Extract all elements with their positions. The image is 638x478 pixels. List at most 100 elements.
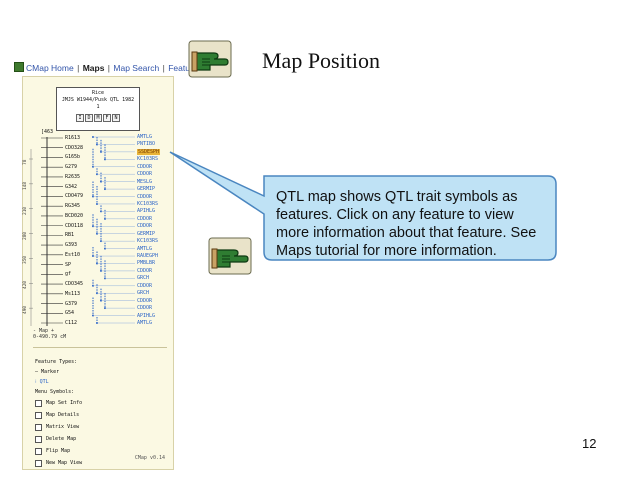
marker-label[interactable]: R2635	[65, 173, 81, 180]
marker-symbol-icon: —	[35, 369, 39, 375]
menu-item-delete-map[interactable]: Delete Map	[35, 433, 165, 445]
marker-label[interactable]: CDO345	[65, 281, 84, 288]
marker-label[interactable]: BCD020	[65, 212, 84, 219]
feature-link[interactable]: Feature	[168, 63, 198, 73]
marker-label[interactable]: G342	[65, 183, 78, 190]
qtl-feature-label[interactable]: CDDOR	[137, 193, 153, 200]
map-control-new[interactable]: N	[112, 114, 120, 122]
qtl-feature-label[interactable]: APIHLG	[137, 208, 156, 215]
marker-label[interactable]: C112	[65, 320, 78, 326]
delete-box-icon	[35, 435, 42, 443]
marker-label[interactable]: gf	[65, 271, 72, 278]
map-name[interactable]: JMJS W1944/Pusk QTL 1982	[61, 97, 135, 103]
top-nav: CMap Home | Maps | Map Search | Feature	[14, 62, 198, 73]
cmap-logo-icon	[14, 62, 24, 72]
qtl-feature-label[interactable]: GRCH	[137, 275, 150, 282]
callout-text: QTL map shows QTL trait symbols as featu…	[276, 189, 537, 259]
legend-marker-label: Marker	[41, 369, 60, 375]
menu-item-label: Map Details	[46, 412, 80, 418]
menu-symbols-title: Menu Symbols:	[35, 389, 75, 395]
qtl-feature-label[interactable]: PNTIBO	[137, 141, 156, 148]
qtl-feature-label[interactable]: CDDOR	[137, 282, 153, 289]
qtl-feature-label[interactable]: APIHLG	[137, 312, 156, 319]
map-zoom-control[interactable]: - Map +	[33, 328, 55, 334]
qtl-feature-label[interactable]: CDDOR	[137, 171, 153, 178]
scale-tick-label: 210	[23, 206, 28, 215]
qtl-feature-label[interactable]: CDDOR	[137, 163, 153, 170]
marker-label[interactable]: CDO328	[65, 144, 84, 151]
map-control-matrix[interactable]: M	[94, 114, 102, 122]
map-drawing	[29, 136, 135, 326]
map-control-flip[interactable]: F	[103, 114, 111, 122]
marker-label[interactable]: Est10	[65, 251, 81, 258]
qtl-feature-label[interactable]: CDDOR	[137, 215, 153, 222]
legend-qtl-label: QTL	[39, 379, 49, 385]
marker-label[interactable]: RG345	[65, 203, 81, 210]
map-start-label: [463	[41, 129, 54, 135]
pointing-hand-icon	[208, 237, 252, 275]
map-number: 1	[96, 104, 100, 110]
legend: Feature Types: — Marker ⁝ QTL Menu Symbo…	[35, 357, 165, 469]
qtl-lines	[92, 136, 135, 324]
scale-tick-label: 148	[23, 181, 28, 190]
menu-item-label: New Map View	[46, 460, 83, 466]
menu-item-new-map-view[interactable]: New Map View	[35, 457, 165, 469]
menu-item-matrix-view[interactable]: Matrix View	[35, 421, 165, 433]
marker-label[interactable]: G379	[65, 300, 78, 307]
maps-link[interactable]: Maps	[82, 63, 105, 73]
info-box-icon	[35, 399, 42, 407]
marker-ticks	[41, 137, 63, 324]
qtl-feature-label[interactable]: MESLG	[137, 178, 153, 185]
feature-types-title: Feature Types:	[35, 359, 78, 365]
qtl-feature-label[interactable]: KC103RS	[137, 156, 159, 163]
matrix-box-icon	[35, 423, 42, 431]
menu-item-flip-map[interactable]: Flip Map	[35, 445, 165, 457]
flip-box-icon	[35, 447, 42, 455]
cmap-home-link[interactable]: CMap Home	[26, 63, 74, 73]
marker-label[interactable]: SP	[65, 261, 72, 268]
qtl-feature-label[interactable]: KC103RS	[137, 238, 159, 245]
qtl-feature-label[interactable]: CDDOR	[137, 305, 153, 312]
marker-label[interactable]: G54	[65, 310, 75, 317]
map-controls: I D M F N	[57, 114, 139, 122]
marker-label[interactable]: CDO118	[65, 222, 84, 229]
marker-label[interactable]: RB1	[65, 232, 75, 239]
new-view-box-icon	[35, 459, 42, 467]
pointing-hand-icon	[188, 40, 232, 78]
marker-label[interactable]: G165b	[65, 154, 81, 161]
qtl-feature-label[interactable]: CDDOR	[137, 223, 153, 230]
qtl-feature-label[interactable]: AMTLG	[137, 134, 153, 140]
legend-qtl: ⁝ QTL	[35, 377, 165, 387]
qtl-feature-label-selected[interactable]: SSDESPH	[137, 148, 161, 155]
map-control-details[interactable]: D	[85, 114, 93, 122]
menu-item-label: Matrix View	[46, 424, 80, 430]
marker-label[interactable]: CDO479	[65, 193, 84, 200]
scale-tick-label: 350	[23, 256, 28, 265]
slide-title: Map Position	[262, 48, 380, 73]
qtl-symbol-icon: ⁝	[35, 379, 37, 385]
menu-item-label: Map Set Info	[46, 400, 83, 406]
cmap-panel: Rice JMJS W1944/Pusk QTL 1982 1 I D M F …	[22, 76, 174, 470]
map-footer: - Map + 0-490.79 cM	[33, 328, 66, 340]
qtl-feature-label[interactable]: GERMIP	[137, 186, 156, 193]
map-control-info[interactable]: I	[76, 114, 84, 122]
qtl-feature-label[interactable]: GRCH	[137, 290, 150, 297]
qtl-feature-label[interactable]: AMTLG	[137, 320, 153, 326]
qtl-feature-label[interactable]: GERMIP	[137, 230, 156, 237]
qtl-feature-label[interactable]: KC103RS	[137, 200, 159, 207]
marker-label[interactable]: G393	[65, 242, 78, 249]
marker-label[interactable]: Ms113	[65, 290, 81, 297]
qtl-feature-label[interactable]: CDDOR	[137, 297, 153, 304]
qtl-feature-label[interactable]: PMBLBR	[137, 260, 156, 267]
marker-label[interactable]: G279	[65, 164, 78, 171]
menu-item-map-details[interactable]: Map Details	[35, 409, 165, 421]
menu-item-map-set-info[interactable]: Map Set Info	[35, 397, 165, 409]
qtl-feature-label[interactable]: CDDOR	[137, 267, 153, 274]
map-search-link[interactable]: Map Search	[113, 63, 160, 73]
map-range: 0-490.79 cM	[33, 334, 67, 340]
species-name: Rice	[91, 90, 105, 96]
qtl-feature-label[interactable]: AMTLG	[137, 245, 153, 252]
marker-label[interactable]: R1613	[65, 135, 81, 141]
qtl-feature-label[interactable]: RAUEGPH	[137, 253, 159, 260]
